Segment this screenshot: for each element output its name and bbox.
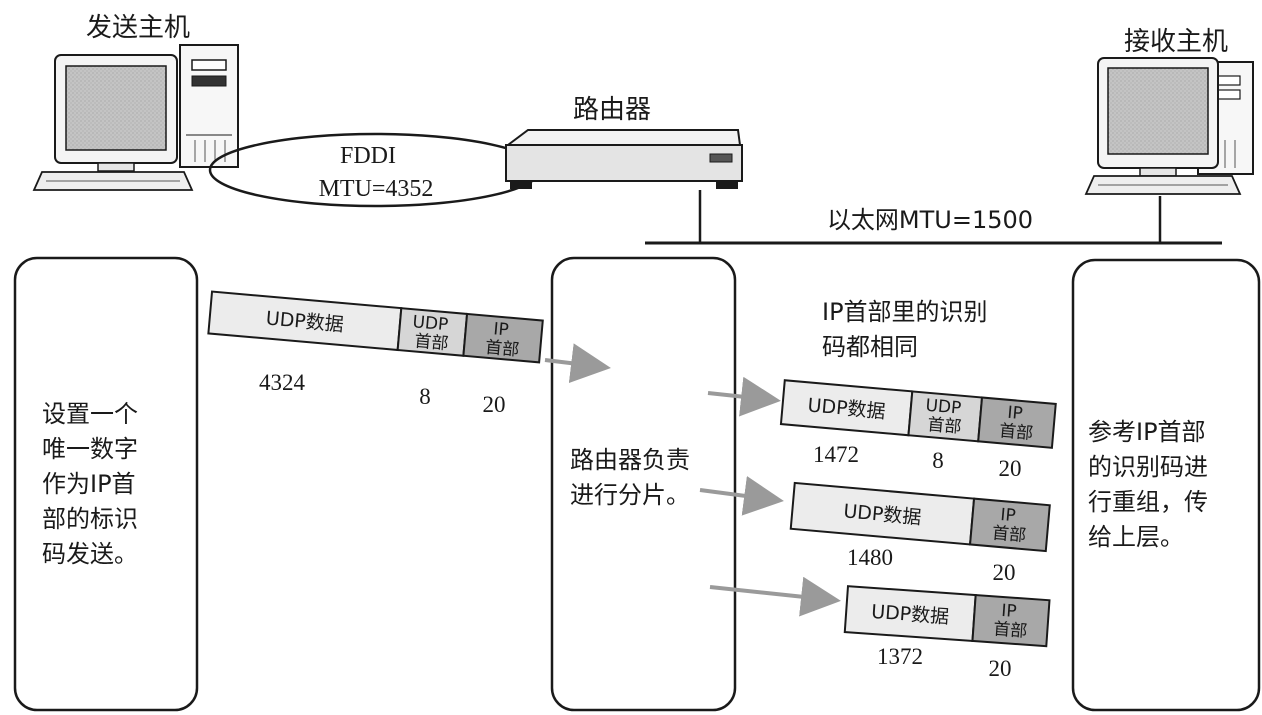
arrow-fragment-1 [708, 393, 773, 400]
router-panel-text: 路由器负责 进行分片。 [570, 446, 698, 509]
router-text-line: 路由器负责 [570, 446, 690, 474]
receiver-panel [1073, 260, 1259, 710]
router-text-line: 进行分片。 [570, 481, 690, 509]
fragment-2-ip-header-size: 20 [993, 560, 1016, 585]
router-label: 路由器 [573, 95, 651, 125]
ip-header-label-line: 首部 [484, 338, 520, 361]
identifier-note-line: 码都相同 [822, 333, 918, 361]
arrow-fragment-3 [710, 587, 833, 600]
fragment-1-udp-header-size: 8 [932, 448, 944, 473]
router-icon [506, 130, 742, 189]
udp-header-label-line: 首部 [414, 331, 450, 354]
original-ip-header-size: 20 [483, 392, 506, 417]
ip-header-label-line: IP [493, 319, 510, 340]
sender-text-line: 部的标识 [42, 505, 138, 533]
udp-header-label-line: 首部 [927, 415, 963, 438]
sender-panel-text: 设置一个 唯一数字 作为IP首 部的标识 码发送。 [42, 400, 146, 568]
ip-header-label-line: IP [1000, 505, 1017, 526]
ip-header-label-line: 首部 [993, 619, 1028, 641]
original-udp-header-size: 8 [419, 384, 431, 409]
udp-header-label: UDP 首部 [410, 312, 454, 354]
receiver-text-line: 给上层。 [1088, 523, 1184, 551]
receiver-text-line: 行重组，传 [1088, 488, 1208, 516]
fragment-2-data-size: 1480 [847, 545, 893, 570]
sender-text-line: 设置一个 [42, 400, 138, 428]
receiver-host-label: 接收主机 [1124, 27, 1228, 57]
udp-header-label: UDP 首部 [923, 396, 967, 438]
sender-computer-icon [34, 45, 238, 190]
fddi-mtu-label: MTU=4352 [319, 176, 434, 202]
fragment-1-data-size: 1472 [813, 442, 859, 467]
receiver-text-line: 的识别码进 [1088, 453, 1208, 481]
ip-header-label-line: IP [1001, 601, 1018, 622]
fragment-1: UDP数据 UDP 首部 IP 首部 [781, 380, 1056, 448]
ip-header-label-line: 首部 [998, 421, 1034, 444]
sender-text-line: 唯一数字 [42, 435, 138, 463]
sender-text-line: 码发送。 [42, 540, 138, 568]
ip-header-label-line: 首部 [991, 523, 1027, 546]
receiver-text-line: 参考IP首部 [1088, 418, 1206, 446]
receiver-computer-icon [1086, 58, 1253, 194]
fddi-name-label: FDDI [340, 143, 396, 169]
ethernet-mtu-label: 以太网MTU=1500 [827, 206, 1033, 234]
receiver-panel-text: 参考IP首部 的识别码进 行重组，传 给上层。 [1088, 418, 1216, 551]
arrow-into-router [545, 360, 603, 367]
arrow-fragment-2 [700, 490, 776, 500]
sender-text-line: 作为IP首 [42, 470, 136, 498]
fragment-3-data-size: 1372 [877, 644, 923, 669]
fragment-2: UDP数据 IP 首部 [791, 483, 1050, 551]
original-packet: UDP数据 UDP 首部 IP 首部 [208, 292, 542, 363]
fragment-3: UDP数据 IP 首部 [845, 586, 1050, 646]
identifier-note: IP首部里的识别 码都相同 [822, 298, 995, 361]
original-data-size: 4324 [259, 370, 306, 395]
fragment-1-ip-header-size: 20 [999, 456, 1022, 481]
fragment-3-ip-header-size: 20 [989, 656, 1012, 681]
identifier-note-line: IP首部里的识别 [822, 298, 988, 326]
ip-header-label-line: IP [1007, 403, 1024, 424]
sender-host-label: 发送主机 [86, 13, 190, 43]
